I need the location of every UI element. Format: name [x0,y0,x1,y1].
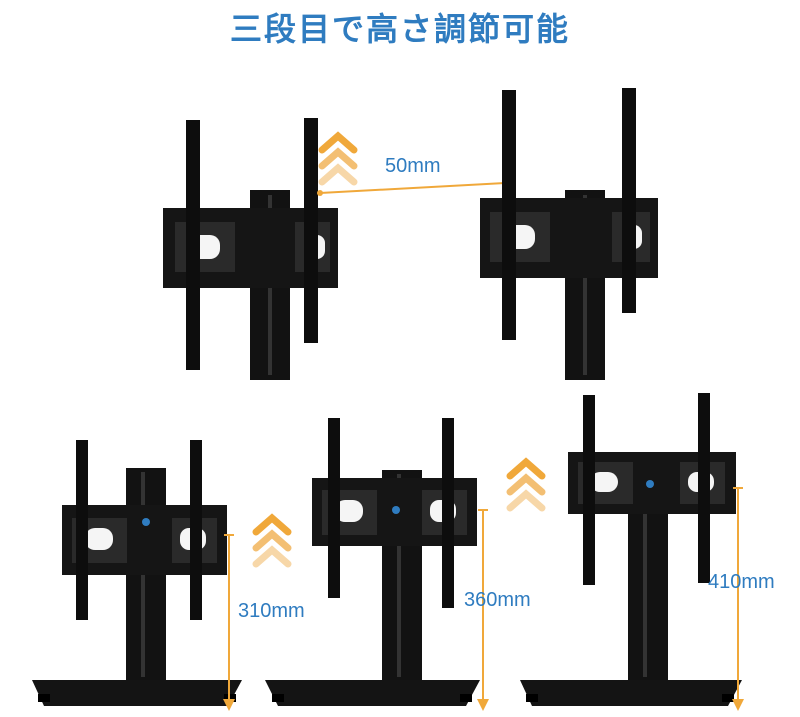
up-chevrons-icon [252,513,292,568]
height-label-1: 310mm [238,600,305,622]
stand-410 [520,393,742,706]
page-title: 三段目で高さ調節可能 [229,10,570,48]
top-left-mount [163,118,338,380]
top-right-mount [480,88,658,380]
stand-360 [265,418,480,706]
stand-310 [32,440,242,706]
up-chevrons-icon [318,131,358,186]
down-arrow-dimension-icon [732,487,744,711]
height-label-3: 410mm [708,571,775,593]
height-label-2: 360mm [464,589,531,611]
down-arrow-dimension-icon [223,534,235,711]
down-arrow-dimension-icon [477,509,489,711]
offset-line [319,182,506,194]
offset-label: 50mm [385,155,441,177]
up-chevrons-icon [506,457,546,512]
